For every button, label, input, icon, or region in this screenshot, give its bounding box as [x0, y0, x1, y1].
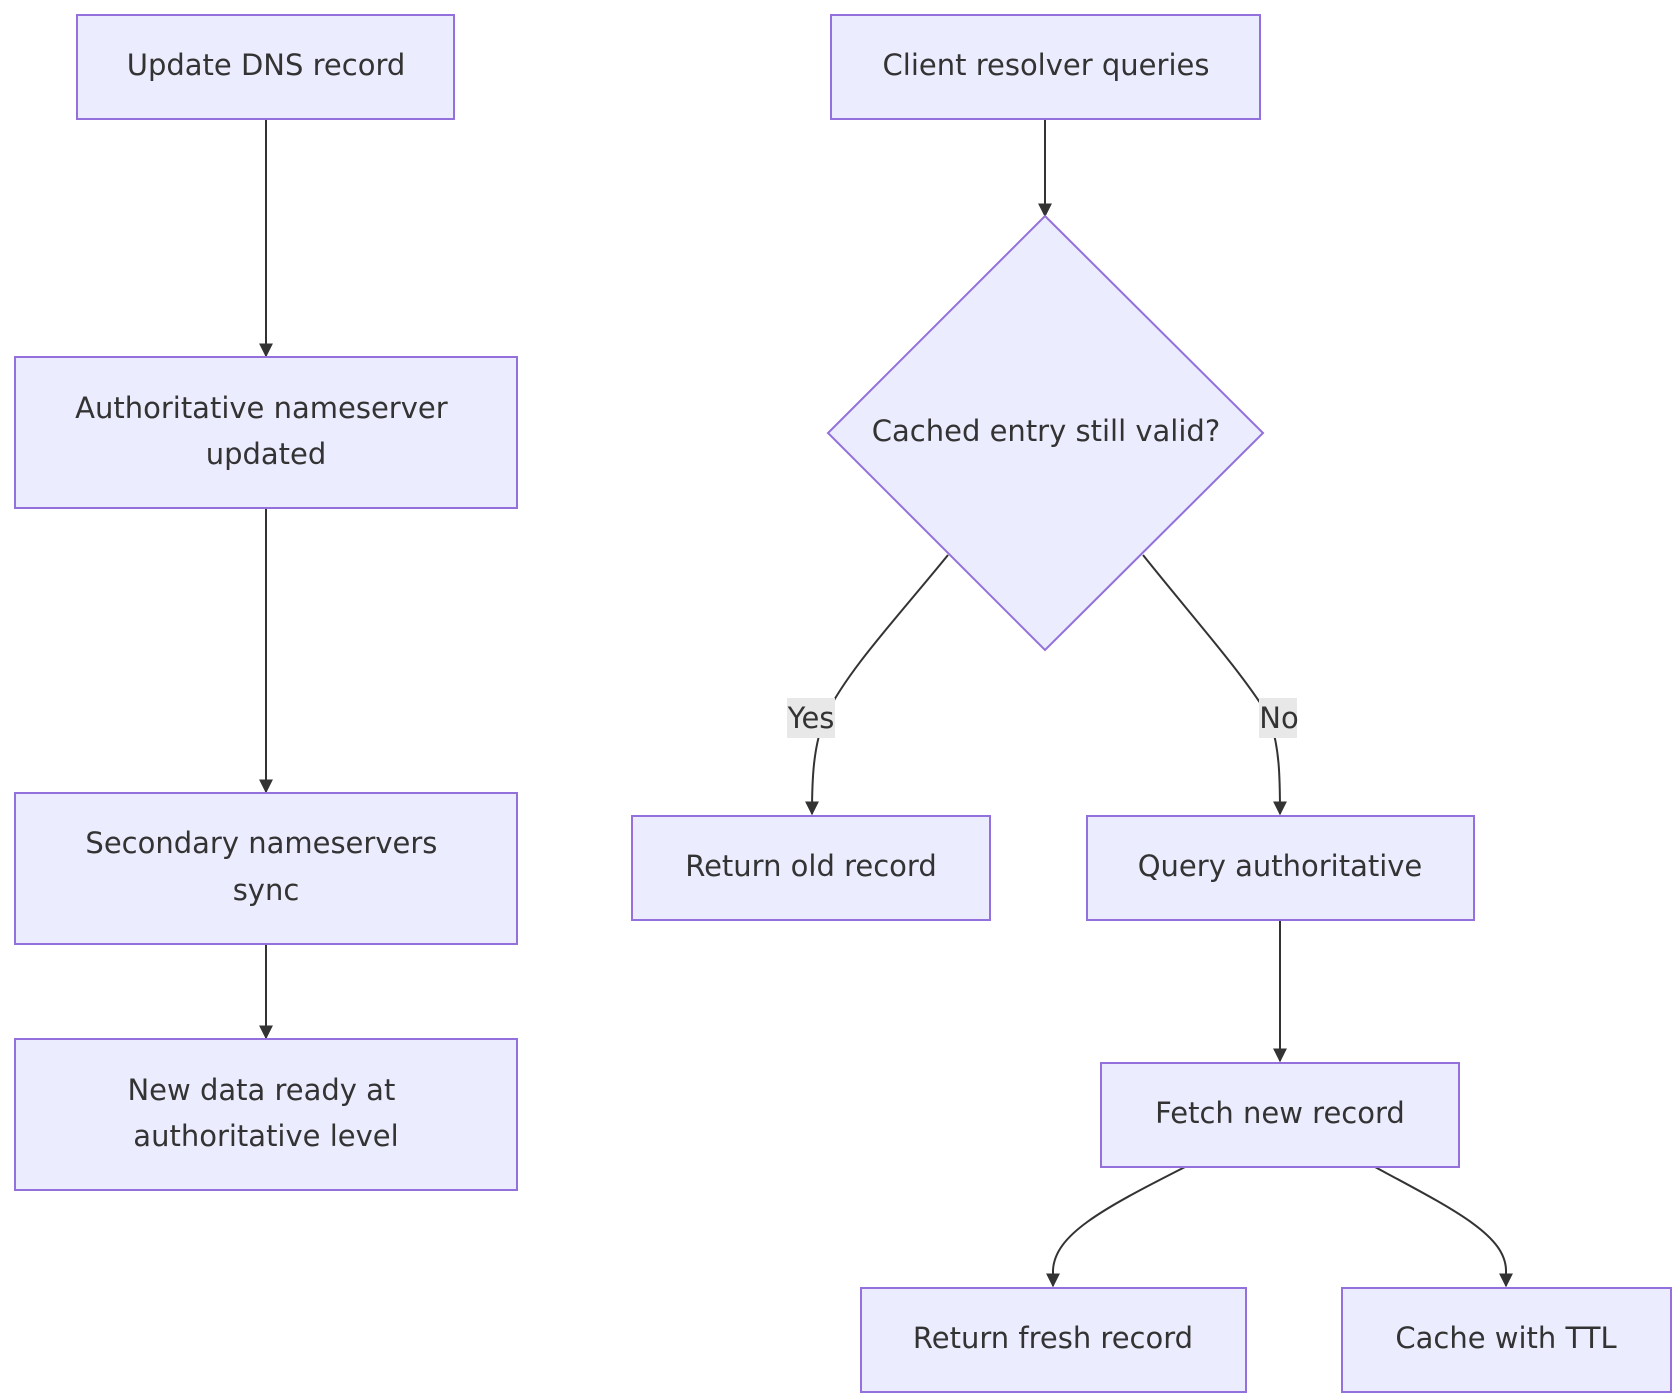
node-fetch-new-record-label: Fetch new record [1155, 1096, 1405, 1130]
node-client-resolver-queries: Client resolver queries [830, 14, 1261, 120]
node-authoritative-nameserver-updated-label: Authoritative nameserver updated [75, 391, 457, 471]
node-new-data-ready-label: New data ready at authoritative level [127, 1073, 404, 1153]
edge-decision-yes [805, 554, 949, 816]
edge-fetch-to-cache-ttl [1374, 1166, 1513, 1288]
node-return-old-record: Return old record [631, 815, 991, 921]
node-return-old-record-label: Return old record [685, 849, 937, 883]
edge-label-no-text: No [1259, 701, 1298, 735]
node-return-fresh-record: Return fresh record [860, 1287, 1247, 1393]
edge-fetch-to-return-fresh [1046, 1166, 1186, 1288]
node-update-dns-record: Update DNS record [76, 14, 455, 120]
node-client-resolver-queries-label: Client resolver queries [883, 48, 1210, 82]
edge-label-no: No [1259, 698, 1299, 738]
node-return-fresh-record-label: Return fresh record [913, 1321, 1193, 1355]
edge-decision-no [1142, 554, 1287, 816]
node-cache-valid-decision-label: Cached entry still valid? [872, 414, 1220, 448]
node-secondary-nameservers-sync: Secondary nameservers sync [14, 792, 518, 945]
node-cache-valid-decision: Cached entry still valid? [826, 214, 1265, 652]
node-cache-with-ttl: Cache with TTL [1341, 1287, 1672, 1393]
node-fetch-new-record: Fetch new record [1100, 1062, 1460, 1168]
node-query-authoritative-label: Query authoritative [1138, 849, 1423, 883]
node-query-authoritative: Query authoritative [1086, 815, 1475, 921]
edge-label-yes: Yes [787, 698, 835, 738]
node-secondary-nameservers-sync-label: Secondary nameservers sync [85, 826, 446, 907]
edge-label-yes-text: Yes [787, 701, 835, 735]
node-update-dns-record-label: Update DNS record [127, 48, 406, 82]
node-cache-with-ttl-label: Cache with TTL [1395, 1321, 1616, 1355]
node-authoritative-nameserver-updated: Authoritative nameserver updated [14, 356, 518, 509]
node-new-data-ready: New data ready at authoritative level [14, 1038, 518, 1191]
